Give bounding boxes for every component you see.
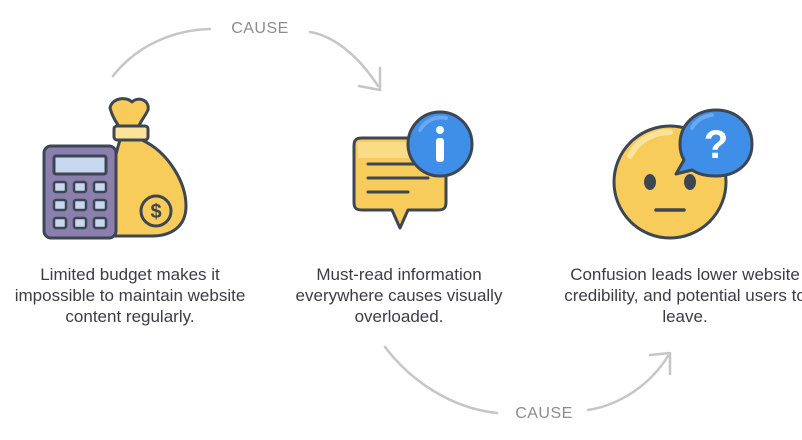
top-arrow-head (357, 66, 382, 92)
info-speech-bubble-icon (352, 110, 474, 230)
bottom-arrow-right-arc (586, 354, 670, 412)
bottom-arrow-left-arc (383, 345, 499, 415)
cause-label-top: CAUSE (231, 20, 289, 37)
step-1-text: Limited budget makes it impossible to ma… (14, 265, 246, 326)
cause-label-bottom: CAUSE (515, 405, 573, 422)
step-3-text: Confusion leads lower website credibilit… (564, 265, 802, 326)
step-2-text: Must-read information everywhere causes … (295, 265, 503, 326)
top-arrow-left-arc (111, 27, 212, 78)
svg-text:?: ? (704, 123, 728, 167)
money-bag-calculator-icon: $ (42, 97, 188, 240)
svg-text:$: $ (150, 201, 161, 223)
top-arrow-right-arc (308, 30, 380, 88)
confused-face-question-icon: ? (612, 108, 754, 240)
bottom-arrow-head (648, 351, 672, 376)
